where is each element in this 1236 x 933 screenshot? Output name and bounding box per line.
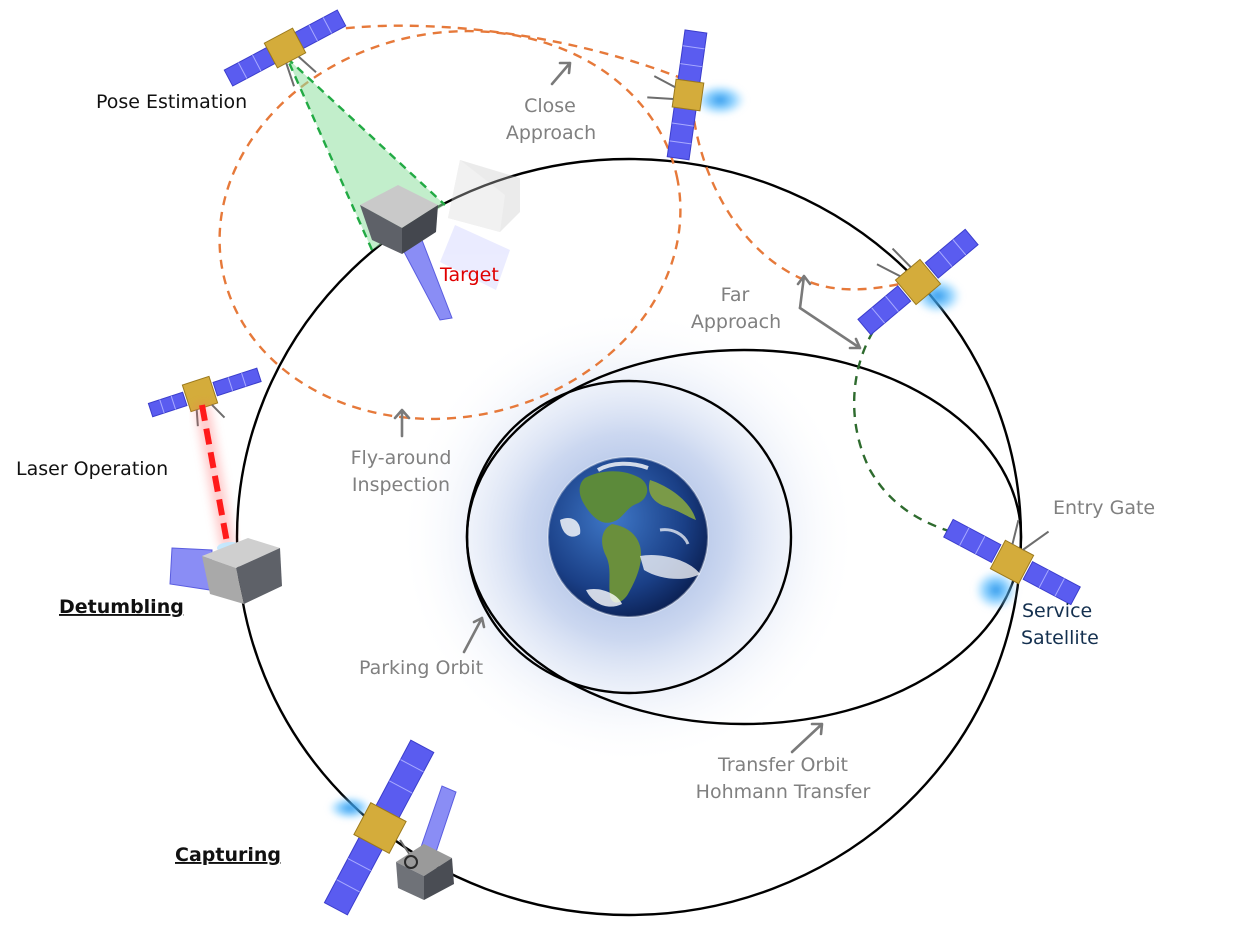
satellite-icon	[943, 518, 1081, 610]
label-service-satellite-2: Satellite	[1021, 627, 1099, 649]
arrow-icon	[790, 722, 824, 754]
arrow-icon	[796, 274, 812, 310]
target-orbit	[235, 157, 1023, 917]
satellite-icon	[147, 367, 262, 427]
label-far-approach-1: Far	[721, 284, 750, 306]
satellite-icon	[223, 9, 347, 87]
satellite-icon	[647, 29, 746, 161]
target-ghost-icon	[440, 160, 520, 290]
label-transfer-orbit-1: Transfer Orbit	[717, 754, 848, 776]
arrow-icon	[798, 306, 862, 350]
label-far-approach-2: Approach	[691, 311, 781, 333]
target-cube-icon	[396, 785, 457, 900]
label-service-satellite-1: Service	[1022, 600, 1092, 622]
far-approach-trajectory	[690, 104, 901, 291]
label-transfer-orbit-2: Hohmann Transfer	[696, 781, 871, 803]
fly-around-trajectory	[218, 29, 682, 421]
label-laser-operation: Laser Operation	[16, 458, 168, 480]
earth-icon	[547, 456, 709, 618]
arrow-icon	[393, 408, 411, 438]
label-parking-orbit: Parking Orbit	[359, 657, 483, 679]
label-fly-around-2: Inspection	[352, 474, 450, 496]
pose-sensor-cone-edge	[285, 57, 446, 251]
satellite-icon	[857, 228, 979, 336]
target-cube-icon	[169, 538, 282, 604]
label-close-approach-1: Close	[524, 95, 576, 117]
label-entry-gate: Entry Gate	[1053, 497, 1155, 519]
label-detumbling: Detumbling	[59, 596, 184, 618]
label-pose-estimation: Pose Estimation	[96, 91, 247, 113]
label-fly-around-1: Fly-around	[351, 447, 452, 469]
close-approach-trajectory	[329, 24, 687, 82]
arrow-icon	[462, 616, 486, 654]
laser-beam	[195, 403, 245, 554]
label-close-approach-2: Approach	[506, 122, 596, 144]
entry-trajectory	[853, 317, 953, 534]
satellite-icon	[323, 739, 435, 916]
arrow-icon	[550, 61, 572, 86]
target-cube-icon	[360, 185, 453, 321]
label-capturing: Capturing	[175, 844, 281, 866]
label-target: Target	[439, 264, 499, 286]
